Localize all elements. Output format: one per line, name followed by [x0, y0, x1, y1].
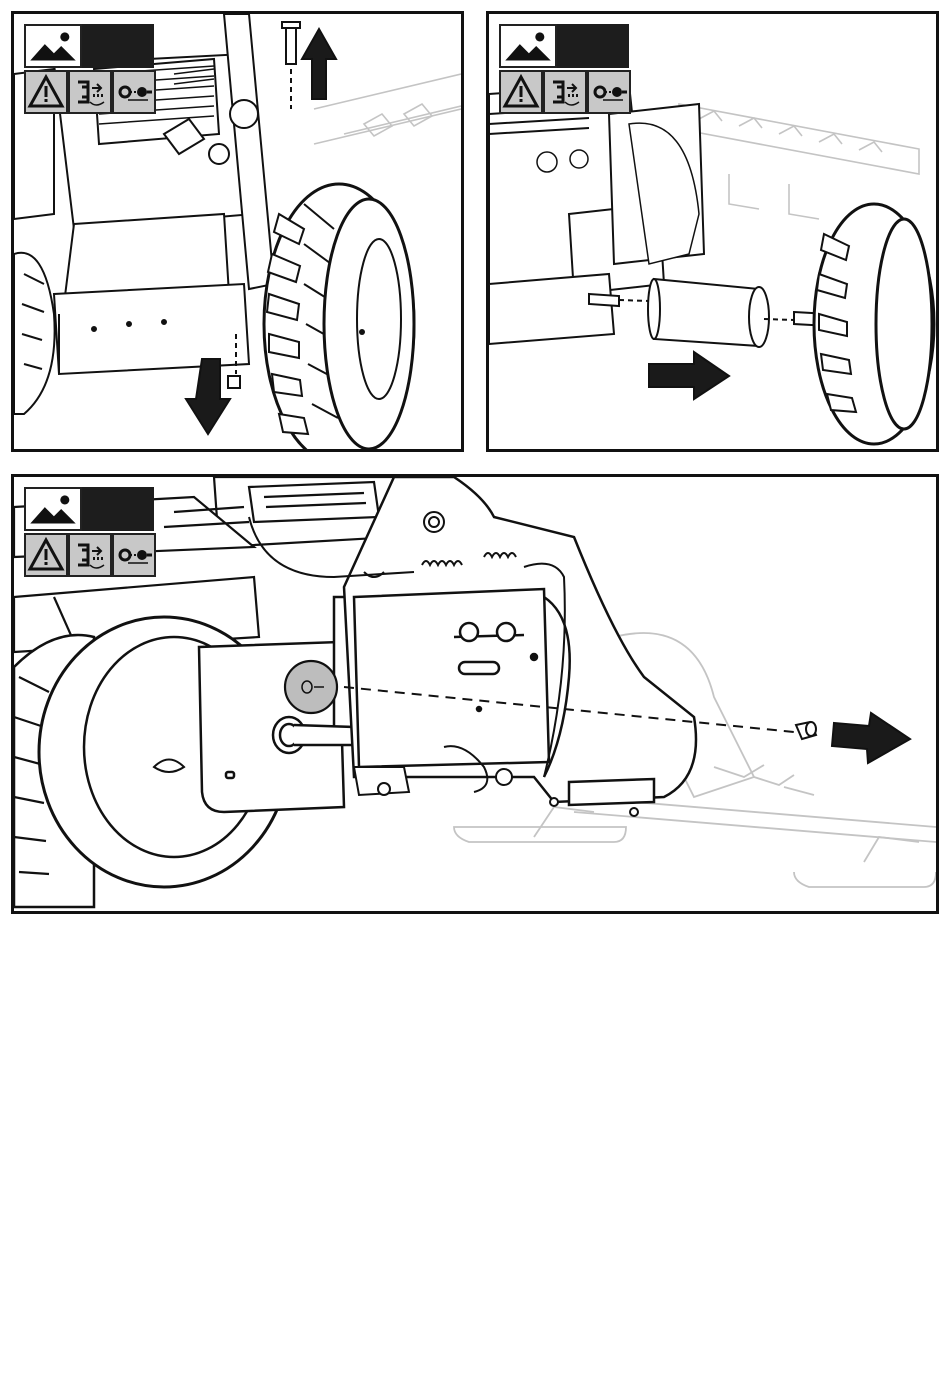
key-removed-icon — [112, 533, 156, 577]
lift-off-icon — [68, 533, 112, 577]
reference-number-box — [82, 24, 154, 68]
key-removed-icon — [587, 70, 631, 114]
image-icon — [499, 24, 557, 68]
left-wheel — [14, 253, 55, 414]
arrow-right — [649, 352, 729, 399]
wheel — [814, 204, 934, 444]
arrow-right — [832, 713, 910, 763]
step-panel-remove-plug — [11, 474, 939, 914]
reference-number-box — [82, 487, 154, 531]
warning-icon — [24, 70, 68, 114]
warning-icon — [499, 70, 543, 114]
right-wheel — [264, 184, 414, 449]
step-panel-remove-pin — [11, 11, 464, 452]
key-removed-icon — [112, 70, 156, 114]
axle-plug — [796, 722, 816, 739]
reference-number-box — [557, 24, 629, 68]
warning-icon — [24, 533, 68, 577]
symbol-badge — [24, 24, 157, 114]
highlight-circle — [285, 661, 337, 713]
lift-off-icon — [543, 70, 587, 114]
step-panel-remove-wheel — [486, 11, 939, 452]
image-icon — [24, 24, 82, 68]
symbol-badge — [499, 24, 632, 114]
gearbox-plate — [344, 477, 696, 805]
symbol-badge — [24, 487, 157, 577]
mower-bar-ghost — [679, 104, 919, 219]
mower-bar-ghost — [314, 74, 461, 144]
arrow-up — [302, 29, 336, 99]
image-icon — [24, 487, 82, 531]
lift-off-icon — [68, 70, 112, 114]
arrow-down — [186, 359, 230, 434]
